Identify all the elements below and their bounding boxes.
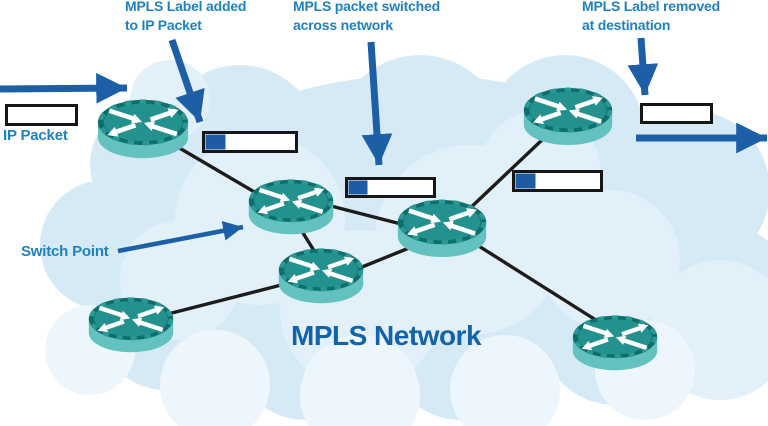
annotation-line: to IP Packet [125,17,202,33]
link-bottomleft-to-mid [162,281,291,317]
link-ingress-to-left [174,144,265,199]
annotation-line: MPLS Label removed [582,0,720,14]
link-core-to-bottomright [472,241,601,324]
router-bottom-left [89,298,173,352]
router-switch-left [249,180,333,234]
mpls-label-field [205,134,226,150]
annotation-packet-switched: MPLS packet switched across network [293,0,440,35]
annotation-label-removed: MPLS Label removed at destination [582,0,720,35]
annotation-line: MPLS Label added [125,0,247,14]
mpls-label-field [348,180,368,195]
link-core-to-egress [463,137,545,215]
ip-packet-label: IP Packet [3,127,68,144]
annotation-line: across network [293,17,393,33]
packet-labeled-2 [345,177,436,198]
annotation-line: at destination [582,17,671,33]
packet-ip [5,104,78,126]
router-egress-top [524,88,612,145]
packet-labeled-3 [512,170,603,192]
packet-plain-out [640,103,713,124]
arrow-label-added [168,38,205,124]
router-core [398,200,486,257]
arrow-label-removed [627,37,659,96]
arrow-ingress [0,72,128,104]
diagram-title: MPLS Network [291,320,482,351]
mpls-label-field [515,173,536,189]
annotation-label-added: MPLS Label added to IP Packet [125,0,246,35]
network-links [162,137,601,324]
annotation-arrows [0,37,767,254]
arrow-packet-switched [361,41,393,166]
router-ingress-edge [98,100,188,158]
packets [5,103,713,198]
packet-labeled-1 [202,131,298,153]
router-switch-mid [279,249,363,303]
arrow-switch-point [117,221,244,254]
router-bottom-right [573,316,657,370]
link-mid-to-core [355,246,411,271]
link-left-to-core [329,204,407,227]
annotation-line: MPLS packet switched [293,0,440,14]
switch-point-label: Switch Point [21,243,109,260]
